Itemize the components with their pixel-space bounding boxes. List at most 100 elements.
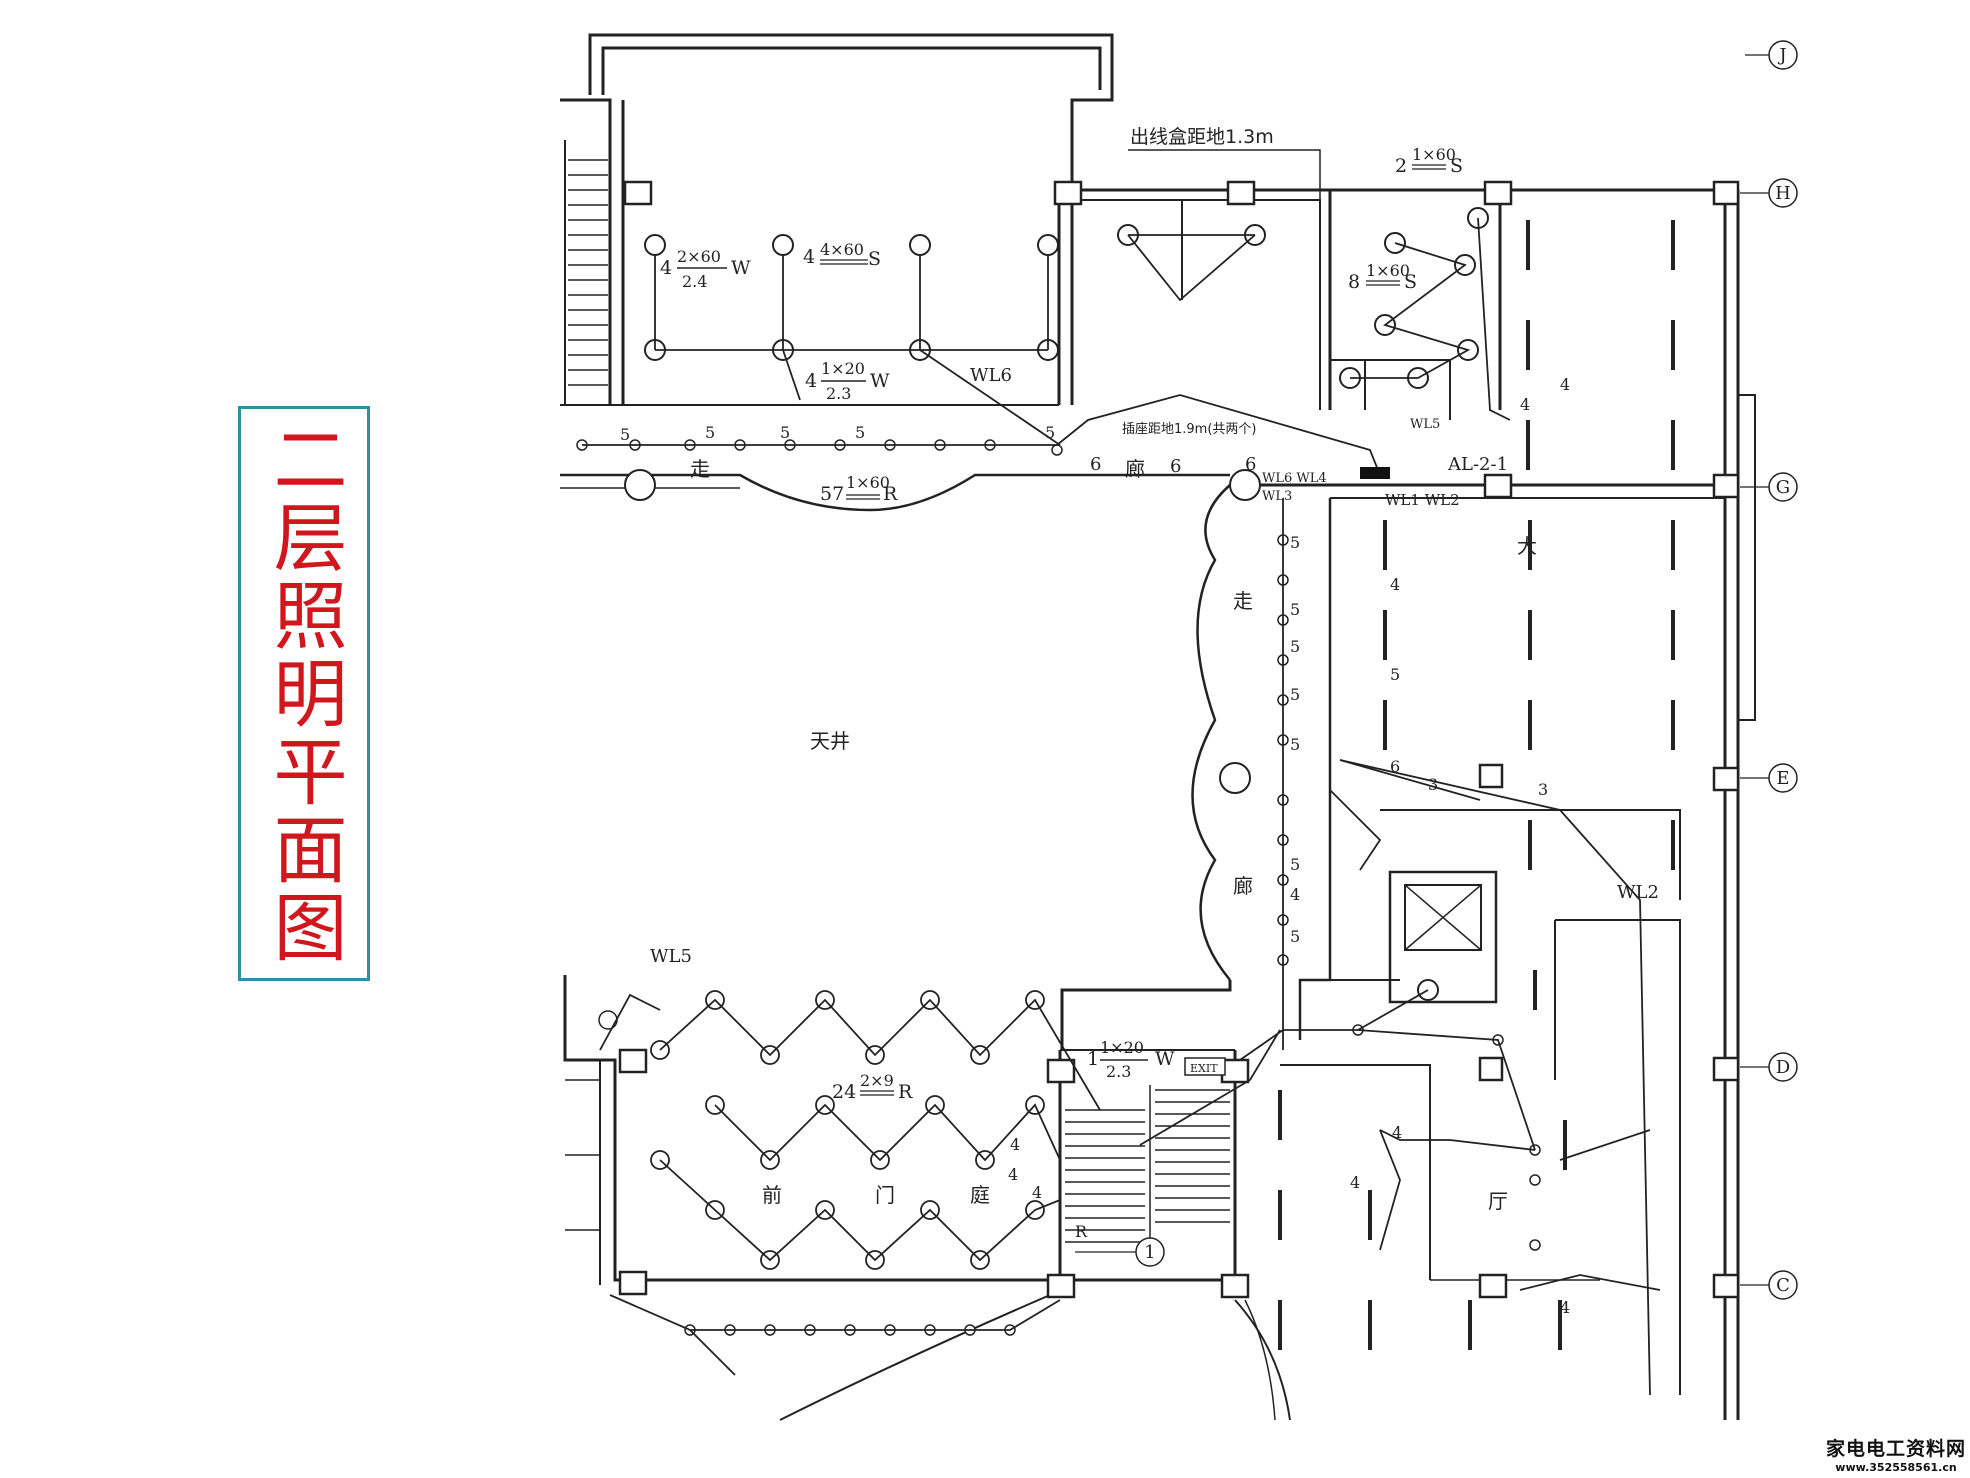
wall: [779, 1294, 1051, 1421]
wall: [1298, 498, 1332, 1040]
wall: [588, 33, 1114, 193]
fixture-text: 2.4: [682, 272, 707, 291]
fixture-annotation-f6: 2 1×60 S: [1395, 145, 1463, 177]
fixture-text: 1×60: [846, 473, 890, 492]
wire-count: 5: [1290, 735, 1300, 754]
wire-count: 5: [1045, 423, 1055, 442]
courtyard-lamps: [650, 990, 1045, 1270]
wall: [1420, 1064, 1431, 1280]
wire-count: 4: [1560, 1298, 1570, 1317]
panel-label: AL-2-1: [1447, 454, 1508, 475]
fixture-text: 4: [660, 257, 672, 279]
wire-count: 5: [1290, 855, 1300, 874]
wire-count: 4: [1010, 1135, 1020, 1154]
drawing-title: 二层照明平面图: [261, 420, 347, 967]
corridor-lamps: [576, 439, 1541, 1251]
circuit-label: WL1 WL2: [1385, 491, 1460, 509]
axis-label-h: H: [1775, 183, 1791, 204]
room-label: 走: [690, 457, 710, 481]
fixture-text: 2.3: [1106, 1062, 1131, 1081]
fixture-annotation-f5: 8 1×60 S: [1348, 261, 1417, 293]
fixture-annotation-f1: 4 2×60 2.4 W: [660, 247, 751, 291]
fixture-annotation-f2: 4 4×60 S: [803, 240, 881, 270]
wall: [1555, 919, 1681, 1395]
exit-sign: [1184, 1057, 1226, 1076]
note-outlet-box: 出线盒距地1.3m: [1130, 126, 1274, 148]
wire-count: 4: [1392, 1123, 1402, 1142]
stair-mark: R: [1075, 1222, 1088, 1241]
room-label: 天井: [810, 729, 850, 753]
wire-count: 5: [1290, 533, 1300, 552]
axis-label-g: G: [1776, 477, 1790, 498]
wall: [601, 46, 1102, 95]
fixture-text: 24: [832, 1081, 856, 1103]
fixture-text: 1×20: [821, 359, 865, 378]
fixture-text: 1×20: [1100, 1038, 1144, 1057]
wire-count: 5: [855, 423, 865, 442]
room-label: 大: [1517, 534, 1537, 558]
wall: [1191, 484, 1231, 981]
wire-count: 3: [1428, 775, 1438, 794]
wall: [563, 975, 1062, 1282]
stair-lines: [1065, 1085, 1230, 1260]
circuit-label: WL2: [1617, 882, 1659, 903]
axis-label-c: C: [1776, 1275, 1790, 1296]
wire-count: 4: [1350, 1173, 1360, 1192]
wire-count: 4: [1390, 575, 1400, 594]
watermark: 家电电工资料网 www.352558561.cn: [1826, 1434, 1966, 1474]
wall: [1738, 394, 1756, 721]
room-label: 前: [762, 1183, 782, 1207]
fixture-text: 2: [1395, 155, 1407, 177]
axis-label-e: E: [1776, 768, 1789, 789]
axis-label-j: J: [1777, 45, 1786, 66]
fixture-text: R: [883, 483, 898, 505]
fixture-text: 2.3: [826, 384, 851, 403]
fixture-text: R: [898, 1081, 913, 1103]
circuit-label: WL5: [1410, 417, 1440, 432]
note-socket: 插座距地1.9m(共两个): [1122, 422, 1256, 437]
room-label: 庭: [970, 1183, 990, 1207]
wire-count: 4: [1290, 885, 1300, 904]
wire-count: 6: [1390, 757, 1400, 776]
axis-bubbles: [1135, 40, 1798, 1300]
fixture-annotation-f3: 4 1×20 2.3 W: [805, 359, 890, 403]
fixture-text: 4: [803, 246, 815, 268]
wiring: [582, 217, 1661, 1396]
circuit-label: WL5: [650, 946, 692, 967]
watermark-text: 家电电工资料网: [1825, 1438, 1966, 1460]
wire-count: 4: [1520, 395, 1530, 414]
fixture-text: W: [870, 370, 890, 392]
axis-label-d: D: [1776, 1057, 1790, 1078]
wire-count: 5: [1390, 665, 1400, 684]
fixture-text: W: [731, 257, 751, 279]
fixture-text: 8: [1348, 271, 1360, 293]
wire-count: 3: [1538, 780, 1548, 799]
fixture-annotation-f8: 24 2×9 R: [832, 1071, 913, 1103]
fixture-annotation-f4: 57 1×60 R: [820, 473, 898, 505]
fixture-text: 4: [805, 370, 817, 392]
fixture-text: W: [1155, 1048, 1175, 1070]
wall: [1060, 199, 1321, 410]
wire-count: 4: [1560, 375, 1570, 394]
fixture-annotation-f7: 1 1×20 2.3 W: [1087, 1038, 1175, 1081]
wire-count: 6: [1245, 454, 1256, 475]
watermark-url: www.352558561.cn: [1835, 1461, 1957, 1474]
fluorescent-fixtures: [1278, 220, 1675, 1350]
wire-count: 5: [1290, 637, 1300, 656]
wall: [560, 98, 612, 405]
wire-count: 6: [1170, 456, 1181, 477]
room-label: 厅: [1488, 1189, 1508, 1213]
fixture-text: 2×60: [677, 247, 721, 266]
axis-label-1: 1: [1144, 1242, 1155, 1263]
fixture-text: 2×9: [860, 1071, 894, 1090]
fixture-text: S: [1450, 155, 1463, 177]
wire-count: 4: [1008, 1165, 1018, 1184]
luminaires: [624, 207, 1489, 1001]
wire-count: 4: [1032, 1183, 1042, 1202]
circuit-label: WL6 WL4: [1262, 471, 1327, 486]
wire-count: 6: [1090, 454, 1101, 475]
room-label: 廊: [1125, 457, 1145, 481]
wire-count: 5: [1290, 927, 1300, 946]
wall: [1380, 809, 1681, 900]
